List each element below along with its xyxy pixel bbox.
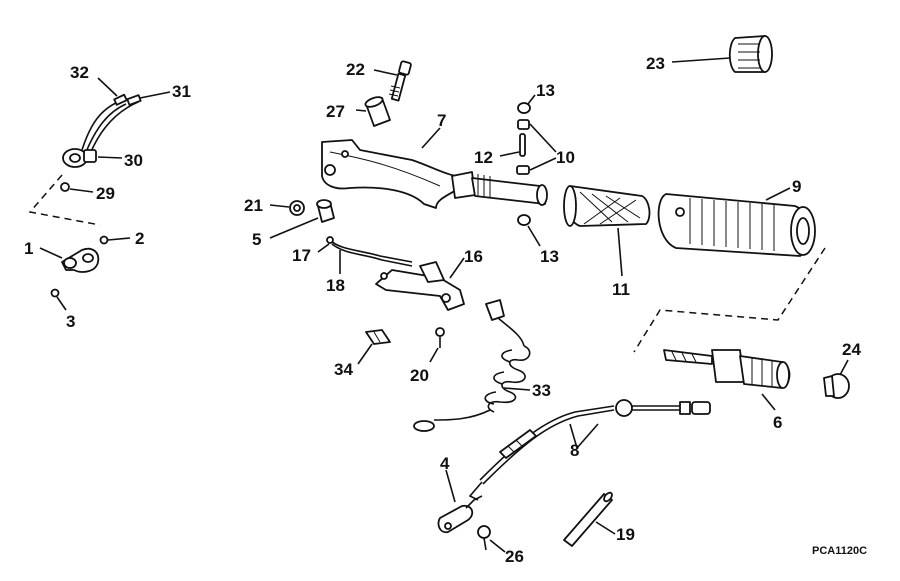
part-13-cap-top	[517, 102, 531, 114]
callout-23: 23	[646, 54, 665, 73]
callout-5: 5	[252, 230, 261, 249]
part-7-tiller-arm	[321, 139, 548, 209]
callout-26: 26	[505, 547, 524, 566]
callout-34: 34	[334, 360, 353, 379]
leader-34	[357, 343, 373, 365]
callout-18: 18	[326, 276, 345, 295]
leader-24	[839, 359, 849, 376]
leader-21	[269, 204, 290, 208]
callout-12: 12	[474, 148, 493, 167]
callout-22: 22	[346, 60, 365, 79]
leader-22	[373, 69, 398, 76]
part-24-knob-cap	[823, 373, 850, 399]
part-33-coiled-lanyard	[413, 299, 531, 432]
part-19-rod	[563, 491, 613, 547]
part-30-wire-grommet	[62, 101, 139, 168]
part-13-cap-bottom	[517, 214, 531, 226]
callout-1: 1	[24, 239, 33, 258]
leader-13-bottom	[527, 225, 541, 247]
part-16-stop-switch	[375, 261, 465, 311]
leader-17	[317, 243, 330, 253]
callout-17: 17	[292, 246, 311, 265]
callout-20: 20	[410, 366, 429, 385]
figure-code: PCA1120C	[812, 545, 867, 557]
callout-4: 4	[440, 454, 450, 473]
leader-33	[503, 387, 531, 391]
part-5-bushing	[316, 199, 335, 223]
callout-13-top: 13	[536, 81, 555, 100]
leader-12	[499, 151, 520, 157]
callout-6: 6	[773, 413, 782, 432]
leader-20	[429, 347, 439, 363]
part-10-bushing-a	[517, 119, 530, 130]
callout-7: 7	[437, 111, 446, 130]
leader-10	[529, 123, 557, 171]
leader-9	[765, 187, 791, 201]
leader-27	[355, 109, 367, 112]
callout-24: 24	[842, 340, 861, 359]
leader-19	[595, 521, 616, 535]
callout-16: 16	[464, 247, 483, 266]
part-29-screw	[60, 182, 94, 193]
dashed-assembly-line-left	[28, 174, 101, 226]
callout-19: 19	[616, 525, 635, 544]
leader-31	[139, 91, 171, 99]
leader-8	[569, 423, 599, 449]
callout-21: 21	[244, 196, 263, 215]
part-18-stop-wire	[326, 236, 413, 267]
part-20-screw	[435, 327, 445, 348]
leader-5	[269, 217, 319, 239]
callout-10: 10	[556, 148, 575, 167]
part-2-nut	[99, 235, 131, 245]
leader-6	[761, 393, 776, 411]
callout-32: 32	[70, 63, 89, 82]
callout-31: 31	[172, 82, 191, 101]
callout-33: 33	[532, 381, 551, 400]
leader-1	[39, 247, 63, 259]
callout-8: 8	[570, 441, 579, 460]
leader-16	[449, 257, 465, 279]
leader-23	[671, 57, 731, 63]
callout-2: 2	[135, 229, 144, 248]
callout-29: 29	[96, 184, 115, 203]
part-23-cap	[728, 35, 773, 73]
part-12-pin	[519, 133, 526, 157]
part-32-terminal	[113, 93, 128, 106]
part-26-screw	[477, 525, 491, 551]
part-1-bracket	[61, 247, 100, 273]
leader-7	[421, 127, 441, 149]
part-21-nut	[289, 200, 305, 216]
callout-30: 30	[124, 151, 143, 170]
part-10-bushing-b	[516, 165, 530, 175]
callout-11: 11	[612, 280, 630, 299]
leader-30	[97, 156, 123, 159]
part-6-throttle-shaft	[663, 349, 791, 389]
callout-9: 9	[792, 177, 801, 196]
part-9-grip	[657, 193, 816, 257]
leader-11	[617, 227, 623, 277]
part-22-bolt	[388, 60, 412, 102]
callout-13-bottom: 13	[540, 247, 559, 266]
dashed-assembly-line-right	[633, 247, 826, 353]
leader-26	[489, 539, 506, 553]
part-3-screw	[50, 288, 67, 311]
callout-27: 27	[326, 102, 345, 121]
callout-3: 3	[66, 312, 75, 331]
part-34-clip	[365, 329, 391, 345]
part-4-clip	[437, 495, 483, 534]
part-8-throttle-cable	[468, 399, 711, 501]
leader-4	[445, 469, 456, 503]
leader-13-top	[527, 94, 536, 105]
leader-32	[97, 77, 118, 97]
part-11-throttle-insert	[563, 185, 651, 227]
part-31-terminal	[126, 94, 142, 106]
part-27-sleeve	[364, 96, 391, 127]
